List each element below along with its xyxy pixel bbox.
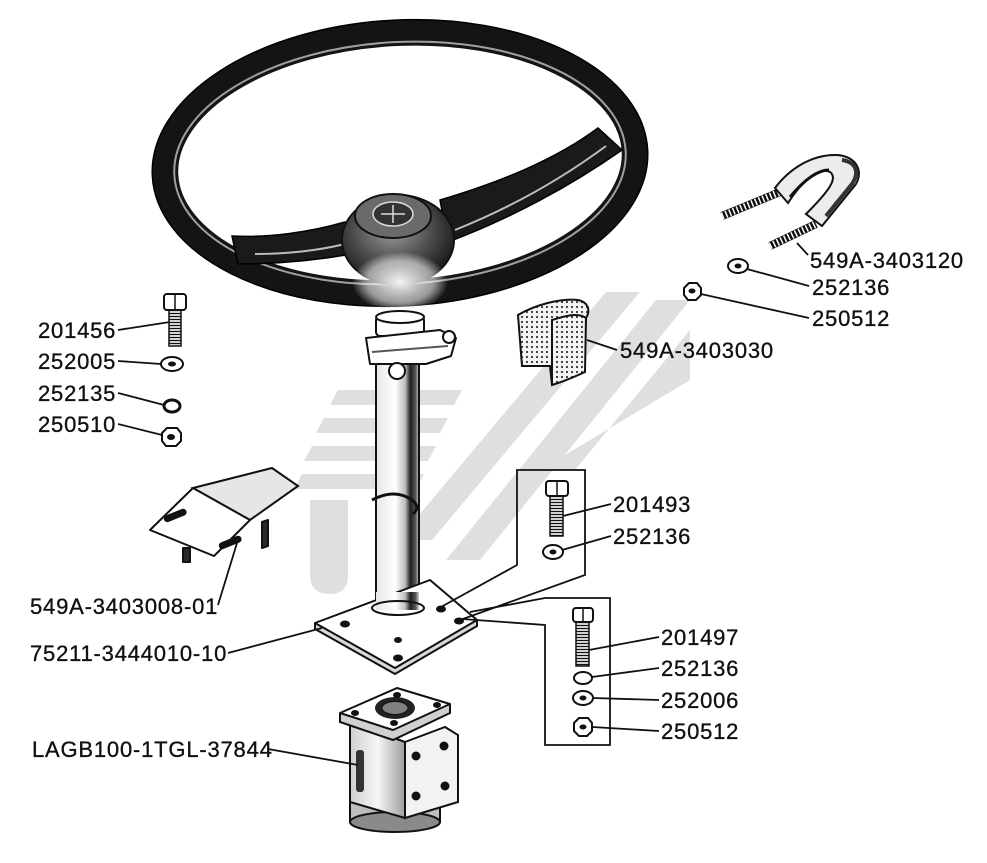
leader-center-washer xyxy=(561,535,612,551)
leader-right-flat-washer xyxy=(592,697,660,701)
leader-right-nut xyxy=(591,726,660,732)
leader-cover xyxy=(586,339,618,351)
label-left-spring-washer: 252135 xyxy=(38,381,116,406)
u-bolt-clamp xyxy=(720,153,860,250)
leader-u-bolt-clamp xyxy=(796,242,809,256)
right-bolt xyxy=(572,607,594,667)
horn-cap-emblem-icon xyxy=(354,193,432,239)
leader-left-bolt xyxy=(117,321,171,331)
leader-column-plate xyxy=(227,627,323,654)
label-right-bolt: 201497 xyxy=(661,625,739,650)
center-washer xyxy=(542,544,564,560)
steering-column xyxy=(365,310,457,615)
label-center-washer: 252136 xyxy=(613,524,691,549)
label-bracket: 549A-3403008-01 xyxy=(30,594,218,619)
label-right-nut: 250512 xyxy=(661,719,739,744)
leader-center-bolt xyxy=(562,503,612,517)
center-bolt xyxy=(545,480,569,537)
center-fastener-frame xyxy=(440,469,586,621)
support-bracket xyxy=(149,466,300,563)
right-nut xyxy=(573,717,593,737)
leader-steering-unit xyxy=(267,748,359,766)
leader-right-spring-washer xyxy=(591,667,660,678)
steering-unit xyxy=(339,687,459,833)
steering-wheel xyxy=(151,18,649,312)
leader-clamp-washer xyxy=(746,268,810,287)
left-nut xyxy=(161,427,182,447)
left-washer xyxy=(160,356,184,372)
label-left-nut: 250510 xyxy=(38,412,116,437)
clamp-nut xyxy=(683,282,702,301)
leader-clamp-nut xyxy=(700,293,810,319)
leader-left-nut xyxy=(117,423,163,436)
right-spring-washer xyxy=(573,671,593,685)
label-right-spring-washer: 252136 xyxy=(661,656,739,681)
label-center-bolt: 201493 xyxy=(613,492,691,517)
label-cover: 549A-3403030 xyxy=(620,338,774,363)
label-right-flat-washer: 252006 xyxy=(661,688,739,713)
right-fastener-frame xyxy=(461,597,611,746)
leader-left-washer xyxy=(117,360,162,365)
left-spring-washer xyxy=(162,398,182,414)
label-column-plate: 75211-3444010-10 xyxy=(30,641,227,666)
left-bolt xyxy=(163,293,187,347)
label-u-bolt-clamp: 549A-3403120 xyxy=(810,248,964,273)
column-base-plate xyxy=(314,579,478,676)
leader-right-bolt xyxy=(588,636,660,651)
label-clamp-washer: 252136 xyxy=(812,275,890,300)
label-clamp-nut: 250512 xyxy=(812,306,890,331)
label-left-bolt: 201456 xyxy=(38,318,116,343)
label-steering-unit: LAGB100-1TGL-37844 xyxy=(32,737,273,762)
clamp-washer xyxy=(727,258,749,274)
label-left-washer: 252005 xyxy=(38,349,116,374)
column-cover xyxy=(516,298,590,387)
right-flat-washer xyxy=(572,690,594,706)
leader-left-spring-washer xyxy=(117,392,165,406)
leader-bracket xyxy=(217,542,238,606)
